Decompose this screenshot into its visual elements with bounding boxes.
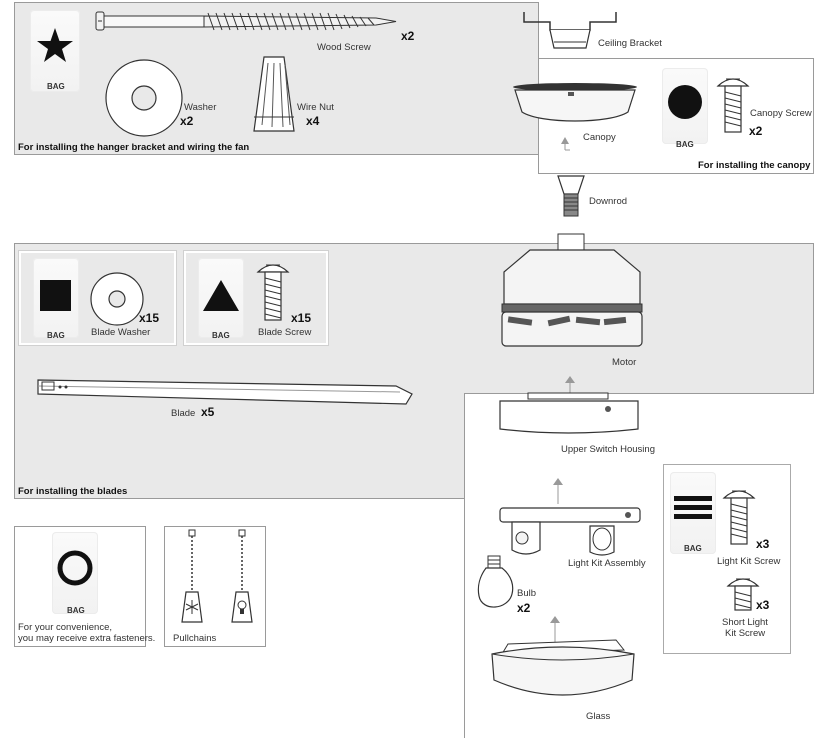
canopy-caption: For installing the canopy: [698, 160, 811, 171]
switch-housing-arrow: [553, 478, 563, 504]
washer-icon: [105, 59, 183, 137]
light-kit-screw-label: Light Kit Screw: [717, 556, 781, 567]
canopy-label: Canopy: [583, 132, 616, 143]
blade-washer-qty: x15: [139, 311, 160, 325]
motor-icon: [501, 233, 643, 347]
wire-nut-label: Wire Nut: [297, 102, 334, 113]
blade-icon: [37, 379, 413, 405]
washer-label: Washer: [184, 102, 217, 113]
stripes-icon: [674, 496, 712, 519]
light-kit-assembly-icon: [499, 507, 641, 556]
star-icon: [37, 28, 73, 62]
light-kit-assembly-label: Light Kit Assembly: [568, 558, 646, 569]
wood-screw-icon: [95, 11, 397, 31]
ceiling-bracket-label: Ceiling Bracket: [598, 38, 662, 49]
bag-square: BAG: [33, 258, 79, 340]
glass-label: Glass: [586, 711, 611, 722]
blade-screw-qty: x15: [291, 311, 312, 325]
filled-square-icon: [40, 280, 71, 311]
extra-note-line2: you may receive extra fasteners.: [18, 633, 156, 644]
canopy-icon: [513, 83, 637, 122]
ring-icon: [57, 550, 93, 586]
pullchains-box: [164, 526, 266, 647]
downrod-icon: [557, 175, 585, 217]
bulb-qty: x2: [517, 601, 531, 615]
short-light-kit-screw-label-line1: Short Light: [722, 617, 768, 628]
blade-screw-icon: [256, 264, 290, 321]
canopy-screw-label: Canopy Screw: [750, 108, 812, 119]
bag-label: BAG: [47, 331, 65, 340]
bag-label: BAG: [47, 82, 65, 91]
bag-label: BAG: [212, 331, 230, 340]
wood-screw-qty: x2: [401, 29, 415, 43]
glass-icon: [491, 639, 635, 696]
light-kit-arrow: [550, 616, 560, 642]
bag-triangle: BAG: [198, 258, 244, 340]
wire-nut-qty: x4: [306, 114, 320, 128]
ceiling-bracket-icon: [523, 12, 617, 49]
bag-circle: BAG: [662, 68, 708, 149]
filled-circle-icon: [668, 85, 702, 119]
blade-washer-label: Blade Washer: [91, 327, 151, 338]
filled-triangle-icon: [203, 280, 239, 311]
blade-qty: x5: [201, 405, 215, 419]
motor-label: Motor: [612, 357, 637, 368]
short-light-kit-screw-qty: x3: [756, 598, 770, 612]
bag-label: BAG: [676, 140, 694, 149]
hanger-caption: For installing the hanger bracket and wi…: [18, 142, 250, 153]
pullchains-label: Pullchains: [173, 633, 217, 644]
bag-star: BAG: [30, 10, 80, 92]
bag-stripes: BAG: [670, 472, 716, 554]
blade-washer-icon: [90, 272, 144, 326]
canopy-arrow: [561, 137, 570, 151]
extra-note-line1: For your convenience,: [18, 622, 112, 633]
bag-label: BAG: [67, 606, 85, 615]
bag-ring: BAG: [52, 532, 98, 615]
light-kit-screw-qty: x3: [756, 537, 770, 551]
upper-switch-housing-icon: [499, 392, 639, 434]
bag-label: BAG: [684, 544, 702, 553]
pullchain-light-icon: [231, 529, 253, 623]
pullchain-fan-icon: [181, 529, 203, 623]
wire-nut-icon: [253, 56, 295, 132]
wood-screw-label: Wood Screw: [317, 42, 371, 53]
canopy-screw-icon: [716, 78, 750, 133]
light-kit-screw-icon: [722, 490, 756, 545]
blade-screw-label: Blade Screw: [258, 327, 312, 338]
downrod-label: Downrod: [589, 196, 628, 207]
bulb-label: Bulb: [517, 588, 537, 599]
canopy-screw-qty: x2: [749, 124, 763, 138]
washer-qty: x2: [180, 114, 194, 128]
short-light-kit-screw-label-line2: Kit Screw: [725, 628, 766, 639]
short-light-kit-screw-icon: [726, 578, 760, 611]
bulb-icon: [477, 555, 514, 608]
blade-label: Blade: [171, 408, 196, 419]
blades-caption: For installing the blades: [18, 486, 128, 497]
upper-switch-housing-label: Upper Switch Housing: [561, 444, 655, 455]
